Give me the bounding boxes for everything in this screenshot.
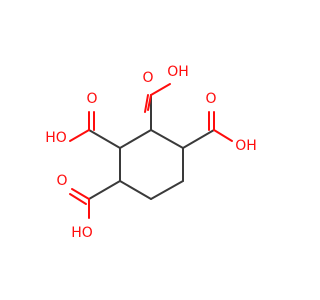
ring-bond bbox=[119, 129, 152, 149]
carboxyl-group-upper-left: O HO bbox=[45, 91, 121, 149]
hydroxyl-label: HO bbox=[45, 130, 67, 146]
carboxyl-group-right: O OH bbox=[182, 91, 257, 154]
oxygen-label: O bbox=[56, 173, 67, 189]
oxygen-label: O bbox=[205, 91, 216, 107]
hydroxyl-bond bbox=[69, 129, 90, 142]
hydroxyl-label: OH bbox=[167, 64, 189, 80]
carboxyl-group-bottom-left: O HO bbox=[56, 173, 121, 241]
oxygen-label: O bbox=[86, 91, 97, 107]
oxygen-label: O bbox=[142, 70, 153, 86]
carbonyl-bond bbox=[144, 94, 149, 113]
carbonyl-bond bbox=[71, 188, 90, 200]
hydroxyl-bond bbox=[150, 83, 171, 96]
ring-bond bbox=[150, 180, 184, 200]
hydroxyl-label: HO bbox=[71, 225, 93, 241]
carbonyl-bond bbox=[69, 193, 87, 205]
carboxyl-group-top: O OH bbox=[142, 64, 189, 131]
carbonyl-bond bbox=[147, 94, 152, 111]
ring-bond bbox=[150, 129, 184, 149]
cyclohexane-ring bbox=[119, 129, 184, 200]
hydroxyl-label: OH bbox=[235, 138, 257, 154]
molecule-structure: O OH O HO O OH O HO bbox=[45, 64, 257, 241]
ring-bond bbox=[119, 180, 152, 200]
hydroxyl-bond bbox=[213, 129, 233, 142]
